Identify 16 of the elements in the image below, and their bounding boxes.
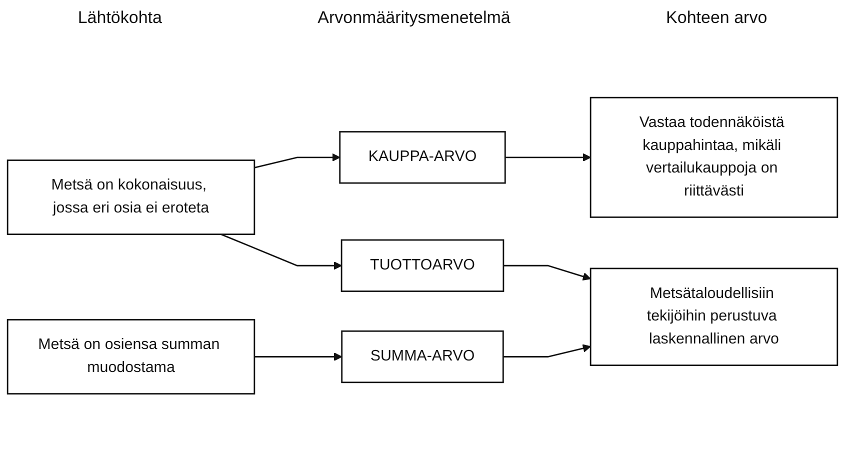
node-box: Metsätaloudellisiin tekijöihin perustuva laskennallinen arvo xyxy=(590,268,838,366)
arrow xyxy=(505,154,591,162)
arrow xyxy=(254,154,340,169)
node-box: Metsä on kokonaisuus, jossa eri osia ei eroteta xyxy=(6,160,256,236)
node-box: Vastaa todennäköistä kauppahintaa, mikäli vertailukauppoja on riittävästi xyxy=(590,97,838,218)
node-box: Metsä on osiensa summan muodostama xyxy=(6,319,256,395)
column-heading: Arvonmääritysmenetelmä xyxy=(318,8,510,28)
arrow xyxy=(503,265,591,281)
arrow xyxy=(254,352,342,362)
arrow xyxy=(503,344,591,358)
column-heading: Lähtökohta xyxy=(78,8,162,28)
column-heading: Kohteen arvo xyxy=(666,8,768,28)
node-box: SUMMA-ARVO xyxy=(341,330,504,384)
arrow xyxy=(220,234,342,270)
node-box: TUOTTOARVO xyxy=(340,240,504,292)
node-box: KAUPPA-ARVO xyxy=(339,131,506,184)
